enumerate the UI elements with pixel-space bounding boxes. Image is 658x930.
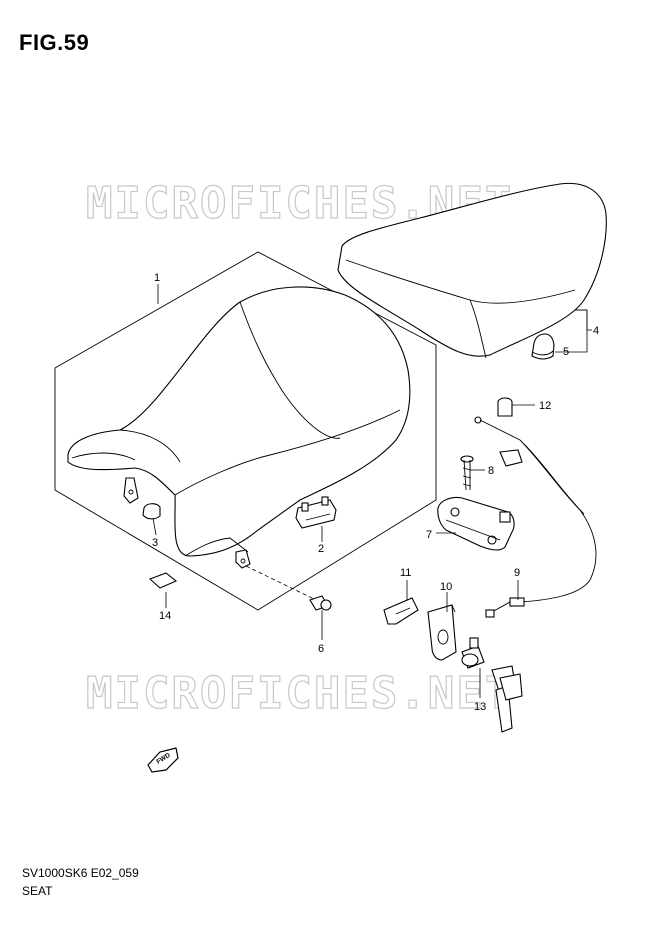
bracket-10 — [427, 604, 457, 661]
seat-lock-cable-9 — [474, 416, 597, 618]
damper-3 — [142, 503, 161, 520]
assembly-box — [54, 251, 437, 611]
screw-8 — [460, 455, 474, 491]
callout-12: 12 — [539, 400, 551, 412]
label-plate-14 — [148, 572, 178, 589]
leader-4 — [575, 309, 592, 331]
watermark-bottom: MICROFICHES.NET — [86, 668, 513, 719]
screw-6 — [309, 595, 332, 611]
callout-2: 2 — [318, 543, 324, 555]
callout-8: 8 — [488, 465, 494, 477]
rear-seat — [337, 182, 607, 359]
screw-6-path — [245, 565, 317, 601]
bolt-12 — [497, 397, 513, 417]
callout-3: 3 — [152, 537, 158, 549]
callout-9: 9 — [514, 567, 520, 579]
leader-3 — [152, 517, 157, 536]
figure-title: FIG.59 — [19, 30, 90, 55]
lock-bracket-7 — [437, 496, 515, 551]
fwd-arrow-icon: FWD — [147, 747, 179, 773]
callout-5: 5 — [563, 346, 569, 358]
cushion-5 — [531, 333, 555, 360]
callout-1: 1 — [154, 272, 160, 284]
callout-10: 10 — [440, 581, 452, 593]
callout-7: 7 — [426, 529, 432, 541]
callout-13: 13 — [474, 701, 486, 713]
clip-11 — [383, 597, 419, 625]
callout-11: 11 — [400, 567, 411, 579]
callout-14: 14 — [159, 610, 171, 622]
front-seat — [67, 286, 411, 569]
figure-code: SV1000SK6 E02_059 — [22, 866, 139, 880]
callout-4: 4 — [593, 325, 599, 337]
callout-6: 6 — [318, 643, 324, 655]
key-lock-13 — [461, 637, 523, 733]
bracket-2 — [295, 496, 337, 529]
figure-name: SEAT — [22, 884, 53, 898]
